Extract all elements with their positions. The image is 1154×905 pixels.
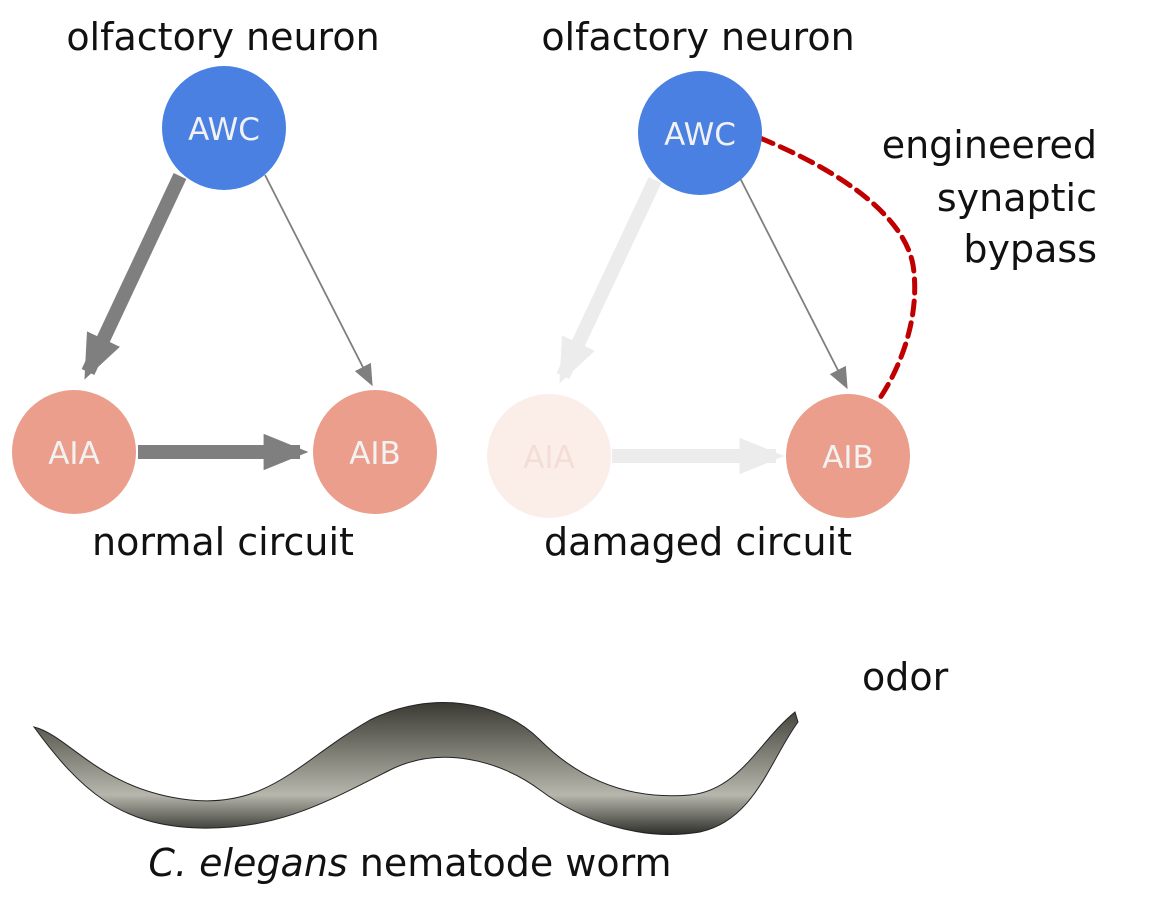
left-awc-label: AWC — [188, 112, 260, 148]
worm-caption-rest: nematode worm — [348, 841, 672, 885]
worm-caption: C. elegans nematode worm — [148, 841, 671, 885]
right-aia-node-faded — [487, 394, 611, 518]
bypass-label-line-1: engineered — [882, 123, 1097, 167]
arrow-awc-to-aia — [81, 173, 187, 380]
right-aib-node — [786, 394, 910, 518]
bypass-label-line-3: bypass — [963, 227, 1097, 271]
right-awc-node — [638, 71, 762, 195]
bypass-label-line-2: synaptic — [937, 176, 1097, 220]
left-awc-node — [162, 66, 286, 190]
right-aib-label: AIB — [822, 440, 874, 476]
engineered-bypass-path — [757, 135, 918, 401]
left-aib-node — [313, 390, 437, 514]
arrow-awc-to-aib-damaged — [739, 177, 848, 390]
left-bottom-label: normal circuit — [92, 520, 354, 564]
left-aia-label: AIA — [48, 436, 100, 472]
right-aia-label: AIA — [523, 440, 575, 476]
faded-arrow-awc-to-aia — [556, 177, 662, 384]
odor-label: odor — [862, 655, 949, 699]
left-top-label: olfactory neuron — [66, 15, 379, 59]
left-aia-node — [12, 390, 136, 514]
right-awc-label: AWC — [664, 117, 736, 153]
worm-caption-species: C. elegans — [148, 841, 347, 885]
right-bottom-label: damaged circuit — [544, 520, 852, 564]
right-top-label: olfactory neuron — [541, 15, 854, 59]
c-elegans-worm-illustration — [32, 702, 799, 835]
left-aib-label: AIB — [349, 436, 401, 472]
arrow-awc-to-aib — [264, 174, 373, 387]
